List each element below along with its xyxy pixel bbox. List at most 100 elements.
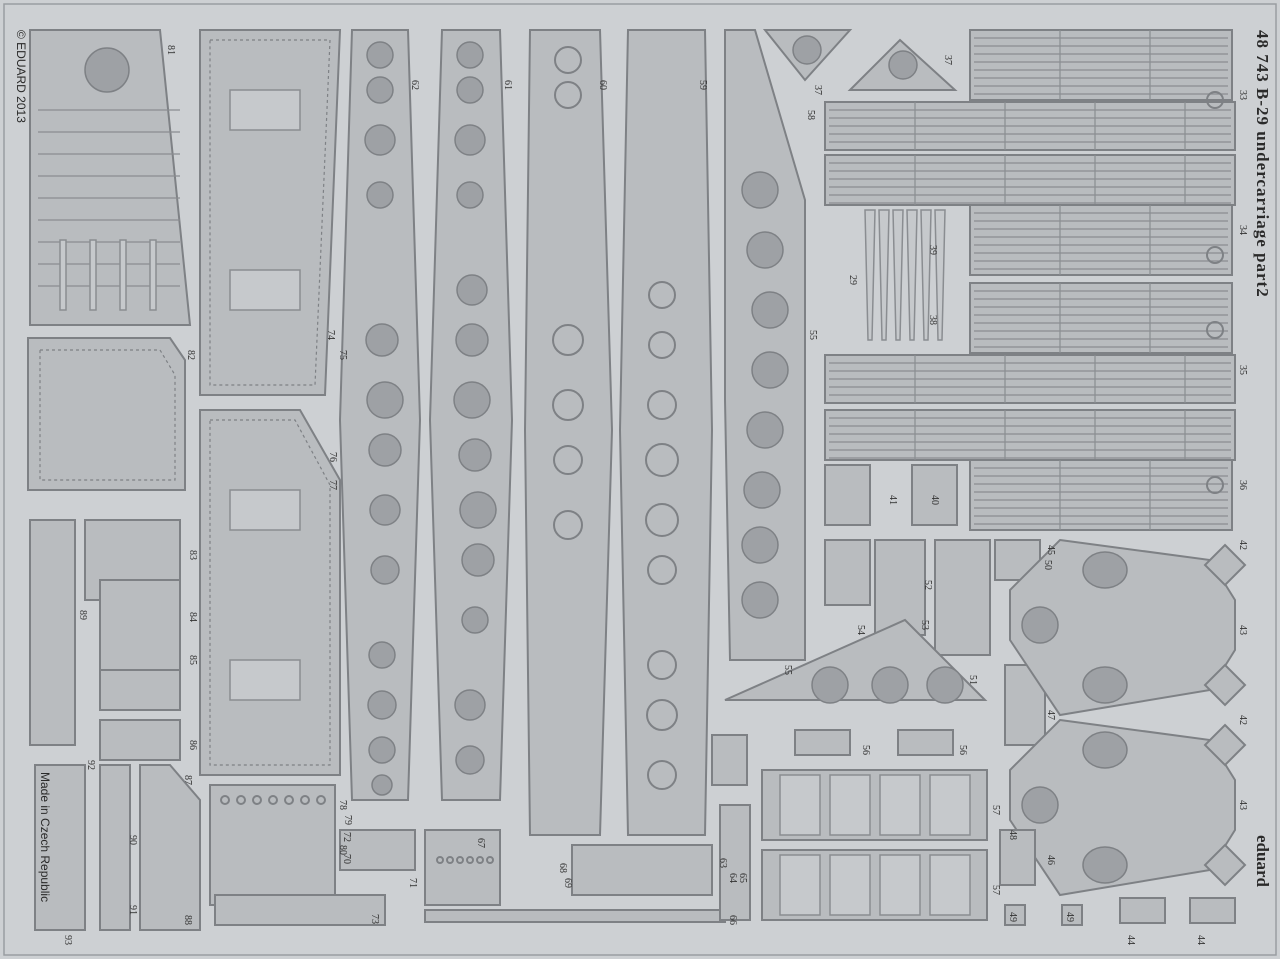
part-number-label: 92 [85,760,96,770]
fret-frame [3,3,1277,956]
hole-dot [456,856,464,864]
strip-hole [453,381,491,419]
part-51 [724,618,988,701]
slot [89,239,97,311]
part-hole [926,666,964,704]
part-56 [794,729,851,756]
part-number-label: 78 [337,800,348,810]
part-53 [874,539,926,636]
part-number-label: 56 [860,745,871,755]
part-number-label: 55 [807,330,818,340]
hole-dot [268,795,278,805]
finger-part [864,209,876,341]
part-number-label: 85 [187,655,198,665]
lattice-hole [746,411,784,449]
strip-hole [647,555,677,585]
part-door-upper [199,29,342,396]
strip-hole [454,124,486,156]
strip-hole [364,124,396,156]
finger-part [934,209,946,341]
part-number-label: 52 [922,580,933,590]
frame-window [779,774,821,836]
part-90 [99,764,131,931]
strip-hole [552,324,584,356]
part-number-label: 90 [127,835,138,845]
strip-hole [366,41,394,69]
part-door-lower [199,409,341,776]
part-63 [424,909,726,923]
part-number-label: 68 [557,863,568,873]
part-number-label: 35 [1237,365,1248,375]
door-window [229,269,301,311]
hole-dot [476,856,484,864]
strip-hole [366,381,404,419]
strip-hole [370,555,400,585]
strip-hole [455,323,489,357]
origin-text: Made in Czech Republic [38,772,52,903]
hole-dot [436,856,444,864]
lattice-hole [741,526,779,564]
part-number-label: 63 [717,858,728,868]
part-number-label: 69 [562,878,573,888]
strip-hole [461,606,489,634]
part-number-label: 42 [1237,540,1248,550]
hole-dot [284,795,294,805]
part-number-label: 38 [927,315,938,325]
door-hole [1082,666,1128,704]
part-35 [969,282,1233,354]
part-number-label: 91 [127,905,138,915]
finger-part [906,209,918,341]
part-number-label: 66 [727,915,738,925]
part-82 [27,337,186,491]
hole-dot [220,795,230,805]
part-41 [824,464,871,526]
part-36 [969,459,1233,531]
part-number-label: 50 [1042,560,1053,570]
frame-window [929,854,971,916]
panel-ring [1206,91,1224,109]
part-number-label: 42 [1237,715,1248,725]
frame-window [929,774,971,836]
strip-hole [371,774,393,796]
part-number-label: 36 [1237,480,1248,490]
part-33 [969,29,1233,101]
frame-window [879,854,921,916]
part-number-label: 39 [927,245,938,255]
finger-part [892,209,904,341]
hole-dot [236,795,246,805]
part-89 [29,519,76,746]
hole-dot [446,856,454,864]
part-number-label: 64 [727,873,738,883]
part-42 [1203,663,1247,707]
part-number-label: 46 [1045,855,1056,865]
part-67 [424,829,501,906]
strip-hole [365,323,399,357]
part-hole [811,666,849,704]
strip-hole [647,390,677,420]
part-87 [139,764,201,931]
slot [59,239,67,311]
part-number-label: 49 [1007,912,1018,922]
strip-hole [553,510,583,540]
part-number-label: 55 [782,665,793,675]
strip-hole [645,443,679,477]
strip-hole [554,81,582,109]
part-number-label: 87 [182,775,193,785]
part-hole [1021,606,1059,644]
strip-hole [553,445,583,475]
frame-window [829,854,871,916]
part-number-label: 88 [182,915,193,925]
part-number-label: 80 [337,845,348,855]
strip-hole [647,760,677,790]
strip-hole [367,690,397,720]
part-58 [711,734,748,786]
part-number-label: 81 [165,45,176,55]
part-44b [1189,897,1236,924]
part-42 [1203,843,1247,887]
strip-hole [366,181,394,209]
part-number-label: 59 [697,80,708,90]
part-number-label: 56 [957,745,968,755]
part-number-label: 84 [187,612,198,622]
strip-hole [369,494,401,526]
